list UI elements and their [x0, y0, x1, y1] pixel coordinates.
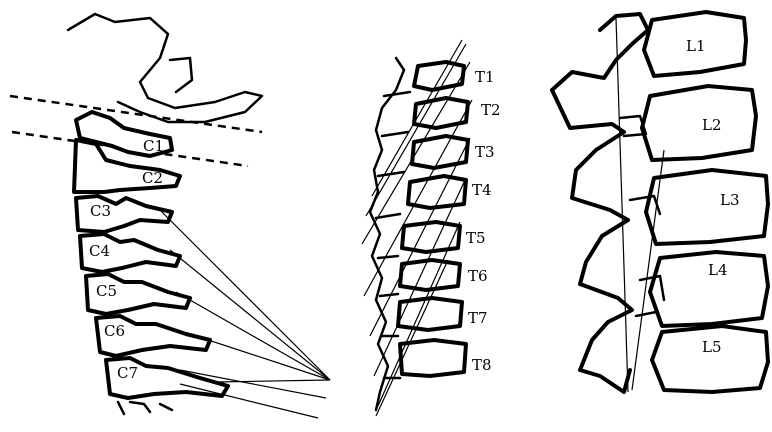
label-c4: C4	[89, 242, 110, 260]
label-c7: C7	[117, 364, 138, 382]
label-l3: L3	[720, 191, 740, 209]
t1-partial	[118, 402, 172, 414]
label-c1: C1	[143, 137, 164, 155]
vertebra-t5	[402, 222, 460, 252]
label-t3: T3	[475, 143, 495, 161]
lumbar-posterior-elements	[552, 14, 648, 392]
vertebra-t2	[414, 98, 468, 128]
label-l5: L5	[702, 338, 722, 356]
label-t4: T4	[472, 181, 492, 199]
vertebra-t8	[400, 340, 466, 376]
label-t8: T8	[472, 356, 492, 374]
label-t7: T7	[468, 309, 488, 327]
thoracic-spine: T1 T2 T3 T4 T5 T6 T7 T8	[362, 40, 501, 416]
cervical-spine: C1 C2 C3 C4 C5 C6 C7	[10, 14, 330, 418]
vertebra-l2	[642, 86, 756, 160]
label-l4: L4	[708, 261, 728, 279]
label-c6: C6	[104, 322, 125, 340]
vertebra-l5	[652, 326, 768, 392]
skull-base	[68, 14, 262, 122]
label-c3: C3	[90, 202, 111, 220]
lumbar-spine: L1 L2 L3 L4 L5	[552, 12, 768, 392]
label-l1: L1	[686, 37, 706, 55]
label-c5: C5	[96, 282, 117, 300]
label-l2: L2	[702, 116, 722, 134]
label-c2: C2	[142, 169, 163, 187]
label-t6: T6	[468, 267, 488, 285]
label-t5: T5	[466, 229, 486, 247]
chamberlain-line	[10, 96, 262, 132]
mastoid-outline	[170, 58, 192, 92]
label-t1: T1	[475, 68, 495, 86]
vertebra-t3	[412, 136, 468, 168]
label-t2: T2	[481, 101, 501, 119]
vertebra-t6	[400, 260, 460, 290]
vertebra-l3	[646, 170, 768, 244]
